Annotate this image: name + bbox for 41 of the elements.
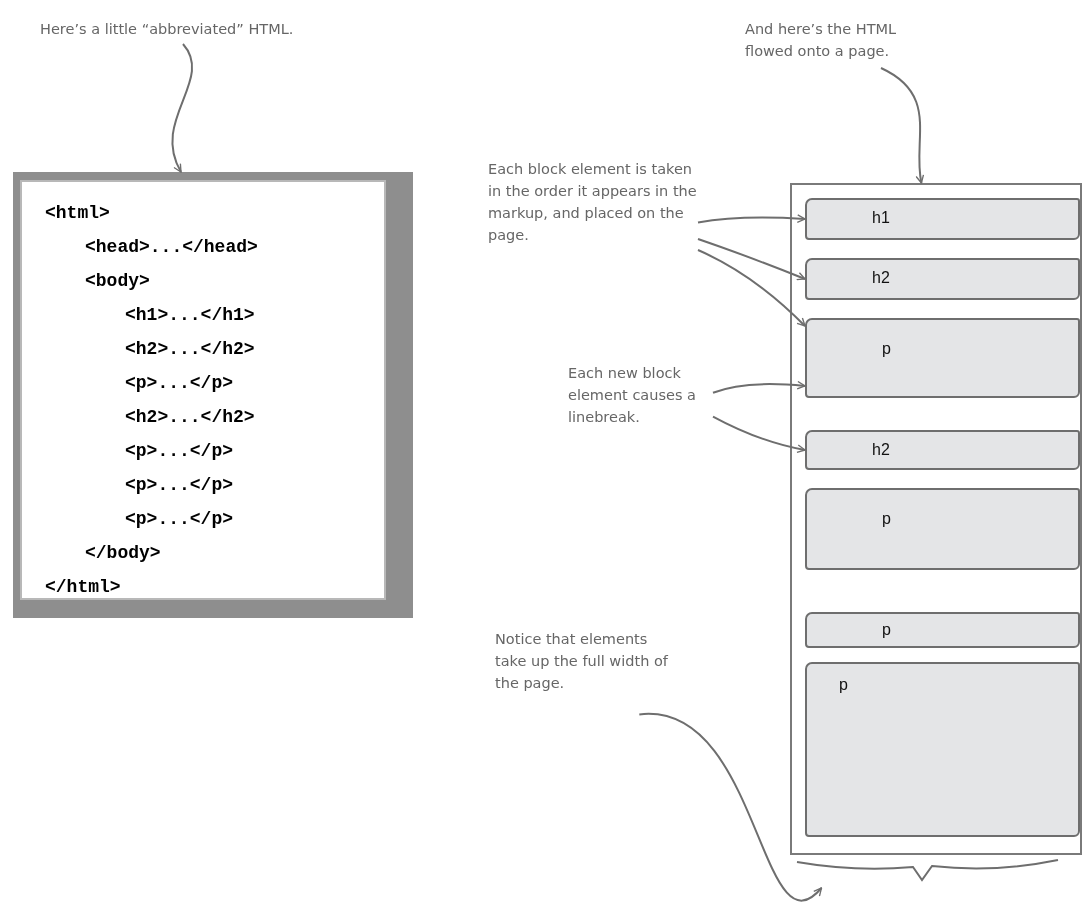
block-element-box bbox=[805, 430, 1080, 470]
block-element-box bbox=[805, 318, 1080, 398]
element-tag-label: h1 bbox=[872, 209, 890, 227]
block-element-box bbox=[805, 258, 1080, 300]
page-frame bbox=[790, 183, 1082, 855]
code-line: <p>...</p> bbox=[125, 440, 234, 463]
code-listing-panel bbox=[13, 172, 413, 618]
block-element-box bbox=[805, 198, 1080, 240]
element-tag-label: p bbox=[882, 340, 891, 358]
element-tag-label: h2 bbox=[872, 441, 890, 459]
arrow bbox=[697, 214, 806, 224]
block-element-box bbox=[805, 662, 1080, 837]
arrow bbox=[697, 249, 806, 327]
annotation-note: Each block element is taken in the order it appears in the markup, and placed on the page. bbox=[488, 160, 698, 245]
code-line: <h1>...</h1> bbox=[125, 304, 255, 327]
arrow bbox=[171, 43, 193, 173]
arrow bbox=[712, 415, 806, 453]
code-line: </body> bbox=[85, 542, 161, 565]
code-line: <html> bbox=[45, 202, 110, 225]
arrow bbox=[712, 380, 806, 394]
code-line: <h2>...</h2> bbox=[125, 406, 255, 429]
code-line: <body> bbox=[85, 270, 150, 293]
element-tag-label: p bbox=[882, 510, 891, 528]
code-line: <p>...</p> bbox=[125, 372, 234, 395]
element-tag-label: h2 bbox=[872, 269, 890, 287]
annotation-note: Each new block element causes a linebreak. bbox=[568, 364, 697, 427]
code-line: <h2>...</h2> bbox=[125, 338, 255, 361]
code-line: </html> bbox=[45, 576, 121, 599]
annotation-note: Here’s a little “abbreviated” HTML. bbox=[40, 20, 295, 39]
element-tag-label: p bbox=[882, 621, 891, 639]
annotation-note: And here’s the HTML flowed onto a page. bbox=[745, 20, 898, 61]
element-tag-label: p bbox=[839, 676, 848, 694]
arrow bbox=[638, 713, 823, 901]
block-element-box bbox=[805, 488, 1080, 570]
arrow bbox=[880, 67, 925, 184]
block-element-box bbox=[805, 612, 1080, 648]
code-line: <head>...</head> bbox=[85, 236, 258, 259]
code-line: <p>...</p> bbox=[125, 508, 234, 531]
arrow bbox=[697, 237, 806, 281]
annotation-note: Notice that elements take up the full width of the page. bbox=[495, 630, 669, 693]
code-line: <p>...</p> bbox=[125, 474, 234, 497]
